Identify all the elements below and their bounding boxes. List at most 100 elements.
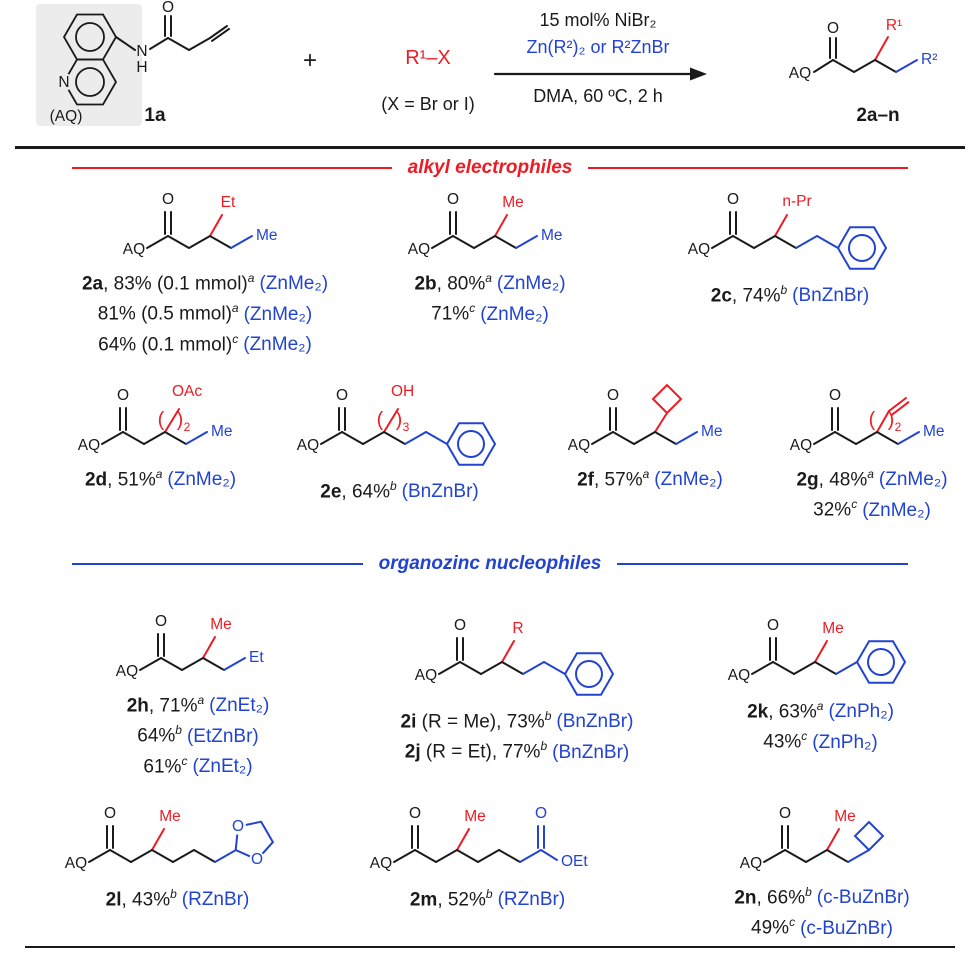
yield-text: 61% <box>143 755 182 777</box>
section-header-alkyl-electrophiles: alkyl electrophiles <box>72 157 908 179</box>
yield-text: , 83% (0.1 mmol) <box>103 273 248 295</box>
compound-id: 2a <box>81 273 104 295</box>
reactant-1a-structure: N N H O <box>55 0 230 106</box>
paren-close: ) <box>887 409 894 431</box>
reagent-text: (BnZnBr) <box>552 741 630 763</box>
product-card-2a: AQ O Et Me 2a, 83% (0.1 mmol)a(ZnMe₂) 81… <box>70 184 340 357</box>
paren-open: ( <box>158 409 165 431</box>
yield-caption: 2h, 71%a(ZnEt₂) 64%b(EtZnBr) 61%c(ZnEt₂) <box>88 688 308 779</box>
yield-text: , 63% <box>768 701 817 723</box>
product-card-2l: O O AQ O Me 2l, 43%b(RZnBr) <box>35 798 320 912</box>
yield-text: , 64% <box>341 481 390 503</box>
yield-caption: 2i (R = Me), 73%b(BnZnBr) 2j (R = Et), 7… <box>382 704 652 765</box>
yield-line: 2l, 43%b(RZnBr) <box>35 882 320 912</box>
footnote-sup: b <box>780 283 788 297</box>
yield-text: (R = Et), 77% <box>420 741 541 763</box>
benzene-ring <box>836 226 887 270</box>
header-divider <box>15 146 965 149</box>
yield-caption: 2n, 66%b(c-BuZnBr) 49%c(c-BuZnBr) <box>682 880 962 941</box>
paren-open: ( <box>868 409 875 431</box>
structure-2l: O O AQ O Me <box>65 805 275 872</box>
aq-label: AQ <box>687 241 709 258</box>
reagent-text: (BnZnBr) <box>792 285 870 307</box>
electrophile-formula: R¹–X <box>405 47 451 69</box>
bonds <box>138 633 246 671</box>
condition-catalyst: 15 mol% NiBr₂ <box>539 10 656 30</box>
oxygen-label: O <box>778 805 790 822</box>
label-mask <box>55 73 73 91</box>
r2-label: R² <box>921 51 937 68</box>
red-substituent-label: Me <box>210 616 232 633</box>
footnote-sup: b <box>805 885 812 899</box>
label-mask <box>249 851 266 868</box>
aq-label: AQ <box>78 437 100 454</box>
compound-id: 2c <box>710 285 732 307</box>
reagent-text: (c-BuZnBr) <box>800 917 893 939</box>
repeat-subscript: 3 <box>403 420 410 434</box>
aq-label: AQ <box>407 241 429 258</box>
yield-line: 61%c(ZnEt₂) <box>88 749 308 779</box>
yield-caption: 2c, 74%b(BnZnBr) <box>645 278 935 308</box>
plus-sign: + <box>303 47 317 74</box>
aromatic-circle <box>867 648 895 676</box>
yield-text: , 80% <box>436 273 486 295</box>
aq-tag: (AQ) <box>50 108 83 125</box>
paren-open: ( <box>377 409 384 431</box>
product-card-2i-2j: AQ O R 2i (R = Me), 73%b(BnZnBr) 2j (R =… <box>382 610 652 765</box>
yield-caption: 2l, 43%b(RZnBr) <box>35 882 320 912</box>
yield-line: 64% (0.1 mmol)c(ZnMe₂) <box>70 327 340 357</box>
red-substituent-label: Me <box>834 808 856 825</box>
footer-divider <box>25 946 955 948</box>
reactant-id: 1a <box>144 105 166 126</box>
blue-substituent-label: OEt <box>561 853 588 870</box>
section-title: organozinc nucleophiles <box>378 553 602 574</box>
reagent-text: (c-BuZnBr) <box>816 887 910 909</box>
bonds <box>101 407 208 445</box>
oxygen-label: O <box>154 613 166 630</box>
reagent-text: (RZnBr) <box>181 889 250 911</box>
reagent-text: (ZnMe₂) <box>878 469 948 491</box>
product-card-2d: AQ O ( ) 2 OAc Me 2d, 51%a(ZnMe₂) <box>48 380 273 492</box>
aromatic-circle <box>847 234 876 262</box>
reagent-text: (ZnEt₂) <box>209 695 270 717</box>
yield-line: 64%b(EtZnBr) <box>88 718 308 748</box>
carbonyl-oxygen-label: O <box>162 0 174 16</box>
label-mask <box>230 818 247 835</box>
halide-note: (X = Br or I) <box>381 94 475 114</box>
reagent-text: (ZnPh₂) <box>812 731 878 753</box>
structure-2f: AQ O Me <box>567 383 722 454</box>
carbonyl-oxygen-label: O <box>827 20 839 37</box>
amide-hydrogen-label: H <box>136 59 147 76</box>
quinoline-ring-bottom <box>62 58 118 106</box>
structure-2b: AQ O Me Me <box>407 191 562 258</box>
compound-id: 2i <box>400 711 417 733</box>
benzene-ring <box>855 640 907 684</box>
yield-line: 2a, 83% (0.1 mmol)a(ZnMe₂) <box>70 266 340 296</box>
red-substituent-label: Me <box>159 808 181 825</box>
compound-id: 2e <box>320 481 342 503</box>
reagent-text: (BnZnBr) <box>401 481 479 503</box>
condition-zinc-reagent: Zn(R²)₂ or R²ZnBr <box>527 37 670 57</box>
yield-text: , 43% <box>121 889 171 911</box>
yield-text: , 48% <box>818 469 868 491</box>
paren-close: ) <box>396 409 403 431</box>
bonds <box>393 825 558 863</box>
yield-line: 81% (0.5 mmol)a(ZnMe₂) <box>70 296 340 326</box>
aromatic-circle <box>457 430 485 458</box>
reagent-text: (ZnMe₂) <box>243 303 313 325</box>
footnote-sup: a <box>485 271 492 285</box>
ester-oxygen-label: O <box>535 805 547 822</box>
yield-line: 2m, 52%b(RZnBr) <box>335 882 640 912</box>
reaction-arrow <box>493 67 707 81</box>
yield-caption: 2d, 51%a(ZnMe₂) <box>48 462 273 492</box>
compound-id: 2d <box>84 469 108 491</box>
yield-line: 2i (R = Me), 73%b(BnZnBr) <box>382 704 652 734</box>
aq-label: AQ <box>370 855 392 872</box>
reagent-text: (ZnMe₂) <box>243 333 312 355</box>
yield-caption: 2b, 80%a(ZnMe₂) 71%c(ZnMe₂) <box>390 266 590 327</box>
product-card-2k: AQ O Me 2k, 63%a(ZnPh₂) 43%c(ZnPh₂) <box>688 610 953 755</box>
footnote-sup: c <box>181 753 188 768</box>
footnote-sup: c <box>469 301 476 316</box>
footnote-sup: a <box>247 271 255 285</box>
